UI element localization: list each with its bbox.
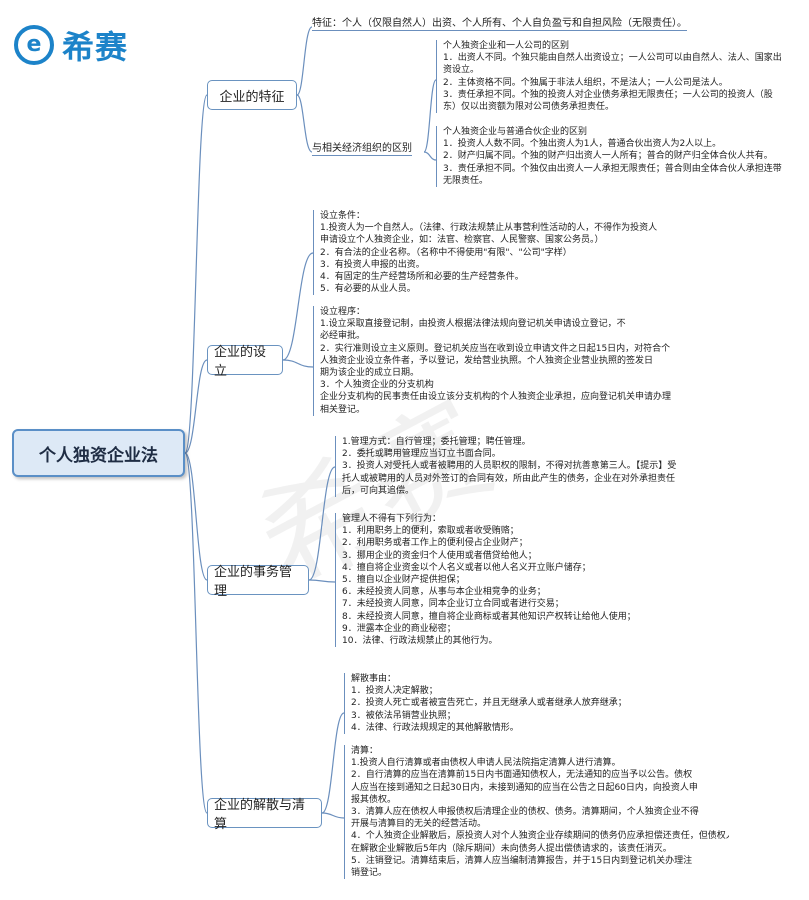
note-title: 个人独资企业与普通合伙企业的区别 <box>443 127 588 137</box>
note-line: 2．利用职务或者工作上的便利侵占企业财产； <box>342 538 528 549</box>
note-line: 必经审批。 <box>320 331 366 342</box>
root-topic[interactable]: 个人独资企业法 <box>12 429 185 477</box>
note-line: 资设立。 <box>443 65 480 76</box>
logo-text: 希赛 <box>62 28 129 66</box>
note-line: 3．被依法吊销营业执照； <box>351 710 456 721</box>
note-line: 人独资企业设立条件者，予以登记，发给营业执照。个人独资企业营业执照的签发日 <box>320 355 654 366</box>
note-title: 个人独资企业和一人公司的区别 <box>443 41 570 51</box>
note-line: 3．个人独资企业的分支机构 <box>320 380 434 391</box>
features-summary: 特征：个人（仅限自然人）出资、个人所有、个人自负盈亏和自担风险（无限责任）。 <box>312 14 687 31</box>
logo: e 希赛 <box>14 22 128 68</box>
note-line: 无限责任。 <box>443 175 489 186</box>
branch-features[interactable]: 企业的特征 <box>207 80 297 110</box>
note-line: 托人或被聘用的人员对外签订的合同有效，所由此产生的债务，企业在对外承担责任 <box>342 473 676 484</box>
note-line: 开展与清算目的无关的经营活动。 <box>351 819 487 830</box>
note-line: 人应当在接到通知之日起30日内，未接到通知的应当在公告之日起60日内，向投资人申 <box>351 782 698 793</box>
note-line: 4．擅自将企业资金以个人名义或者以他人名义开立账户储存； <box>342 562 591 573</box>
note-line: 2．有合法的企业名称。（名称中不得使用"有限"、"公司"字样） <box>320 247 572 258</box>
note-line: 1.设立采取直接登记制，由投资人根据法律法规向登记机关申请设立登记，不 <box>320 319 626 330</box>
note-liquidation: 清算： 1.投资人自行清算或者由债权人申请人民法院指定清算人进行清算。 2．自行… <box>344 745 729 880</box>
note-line: 3．责任承担不同。个独的投资人对企业债务承担无限责任；一人公司的投资人（股 <box>443 89 773 100</box>
note-title: 解散事由： <box>351 674 397 684</box>
branch-establish[interactable]: 企业的设立 <box>207 345 283 379</box>
note-line: 2．投资人死亡或者被宣告死亡，并且无继承人或者继承人放弃继承； <box>351 698 627 709</box>
note-line: 2．主体资格不同。个独属于非法人组织，不是法人；一人公司是法人。 <box>443 77 728 88</box>
note-line: 3．责任承担不同。个独仅由出资人一人承担无限责任；普合则由全体合伙人承担连带 <box>443 163 782 174</box>
note-line: 1.投资人为一个自然人。（法律、行政法规禁止从事营利性活动的人，不得作为投资人 <box>320 223 658 234</box>
note-line: 东）仅以出资额为限对公司债务承担责任。 <box>443 102 615 113</box>
note-line: 3．清算人应在债权人申报债权后清理企业的债权、债务。清算期间，个人独资企业不得 <box>351 807 699 818</box>
note-partnership-comparison: 个人独资企业与普通合伙企业的区别 1．投资人人数不同。个独出资人为1人，普通合伙… <box>436 126 806 188</box>
note-line: 1.管理方式：自行管理；委托管理；聘任管理。 <box>342 437 531 447</box>
note-line: 后，可向其追偿。 <box>342 485 415 496</box>
note-affairs-management: 1.管理方式：自行管理；委托管理；聘任管理。 2．委托或聘用管理应当订立书面合同… <box>335 436 695 498</box>
note-line: 2．实行准则设立主义原则。登记机关应当在收到设立申请文件之日起15日内，对符合个 <box>320 343 671 354</box>
note-line: 设立程序： <box>320 307 366 317</box>
note-title: 清算： <box>351 746 379 756</box>
note-line: 1．出资人不同。个独只能由自然人出资设立；一人公司可以由自然人、法人、国家出 <box>443 53 782 64</box>
logo-mark-icon: e <box>14 25 54 65</box>
note-line: 2．委托或聘用管理应当订立书面合同。 <box>342 449 501 460</box>
note-line: 3．有投资人申报的出资。 <box>320 259 425 270</box>
note-line: 申请设立个人独资企业，如：法官、检察官、人民警察、国家公务员。） <box>320 235 604 246</box>
note-line: 6．未经投资人同意，从事与本企业相竞争的业务； <box>342 587 546 598</box>
note-line: 设立条件： <box>320 211 366 221</box>
note-line: 5．有必要的从业人员。 <box>320 284 416 295</box>
note-line: 4．有固定的生产经营场所和必要的生产经营条件。 <box>320 272 524 283</box>
note-line: 4．个人独资企业解散后，原投资人对个人独资企业存续期间的债务仍应承担偿还责任，但… <box>351 831 729 842</box>
note-line: 1.投资人自行清算或者由债权人申请人民法院指定清算人进行清算。 <box>351 758 621 769</box>
note-dissolution-causes: 解散事由： 1．投资人决定解散； 2．投资人死亡或者被宣告死亡，并且无继承人或者… <box>344 673 704 735</box>
note-line: 2．自行清算的应当在清算前15日内书面通知债权人，无法通知的应当予以公告。债权 <box>351 770 693 781</box>
note-line: 5．擅自以企业财产提供担保； <box>342 575 465 586</box>
note-line: 相关登记。 <box>320 404 366 415</box>
note-line: 9．泄露本企业的商业秘密； <box>342 623 456 634</box>
branch-dissolve[interactable]: 企业的解散与清算 <box>207 798 322 832</box>
note-line: 8．未经投资人同意，擅自将企业商标或者其他知识产权转让给他人使用； <box>342 611 636 622</box>
note-line: 期为该企业的成立日期。 <box>320 368 420 379</box>
note-line: 1．投资人决定解散； <box>351 686 438 697</box>
note-line: 销登记。 <box>351 868 388 879</box>
note-line: 4．法律、行政法规规定的其他解散情形。 <box>351 722 519 733</box>
branch-affairs[interactable]: 企业的事务管理 <box>207 565 309 599</box>
note-line: 在解散企业解散后5年内（除斥期间）未向债务人提出偿债请求的，该责任消灭。 <box>351 843 672 854</box>
comparison-label: 与相关经济组织的区别 <box>312 139 412 156</box>
note-line: 报其债权。 <box>351 794 397 805</box>
note-establish-procedure: 设立程序： 1.设立采取直接登记制，由投资人根据法律法规向登记机关申请设立登记，… <box>313 306 693 416</box>
note-line: 5．注销登记。清算结束后，清算人应当编制清算报告，并于15日内到登记机关办理注 <box>351 855 693 866</box>
note-company-comparison: 个人独资企业和一人公司的区别 1．出资人不同。个独只能由自然人出资设立；一人公司… <box>436 40 806 114</box>
note-title: 管理人不得有下列行为： <box>342 514 442 524</box>
note-line: 企业分支机构的民事责任由设立该分支机构的个人独资企业承担，应向登记机关申请办理 <box>320 392 672 403</box>
note-line: 7．未经投资人同意，同本企业订立合同或者进行交易； <box>342 599 564 610</box>
note-line: 1．利用职务上的便利，索取或者收受贿赂； <box>342 526 519 537</box>
note-line: 3．挪用企业的资金归个人使用或者借贷给他人； <box>342 550 537 561</box>
note-line: 2．财产归属不同。个独的财产归出资人一人所有；普合的财产归全体合伙人共有。 <box>443 151 773 162</box>
note-line: 3．投资人对受托人或者被聘用的人员职权的限制，不得对抗善意第三人。【提示】受 <box>342 461 677 472</box>
note-line: 1．投资人人数不同。个独出资人为1人，普通合伙出资人为2人以上。 <box>443 139 722 150</box>
note-establish-conditions: 设立条件： 1.投资人为一个自然人。（法律、行政法规禁止从事营利性活动的人，不得… <box>313 210 693 296</box>
note-line: 10．法律、行政法规禁止的其他行为。 <box>342 636 498 647</box>
note-affairs-prohibited: 管理人不得有下列行为： 1．利用职务上的便利，索取或者收受贿赂； 2．利用职务或… <box>335 513 695 648</box>
